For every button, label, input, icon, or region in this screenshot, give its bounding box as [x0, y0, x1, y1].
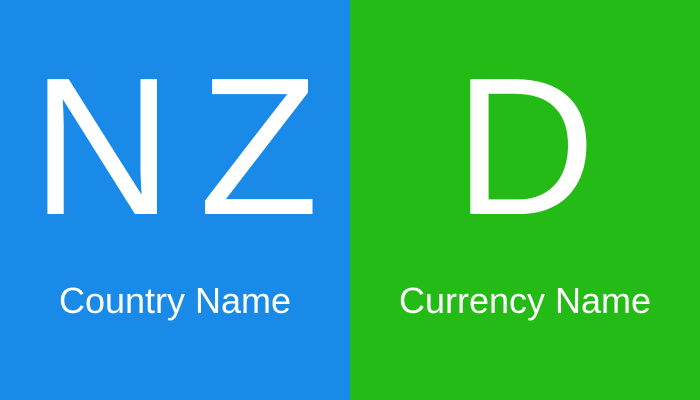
- country-panel: NZ Country Name: [0, 0, 350, 400]
- currency-panel: D Currency Name: [350, 0, 700, 400]
- currency-code: D: [454, 37, 622, 256]
- country-code: NZ: [31, 37, 345, 256]
- country-label: Country Name: [58, 280, 292, 321]
- currency-label: Currency Name: [398, 280, 652, 321]
